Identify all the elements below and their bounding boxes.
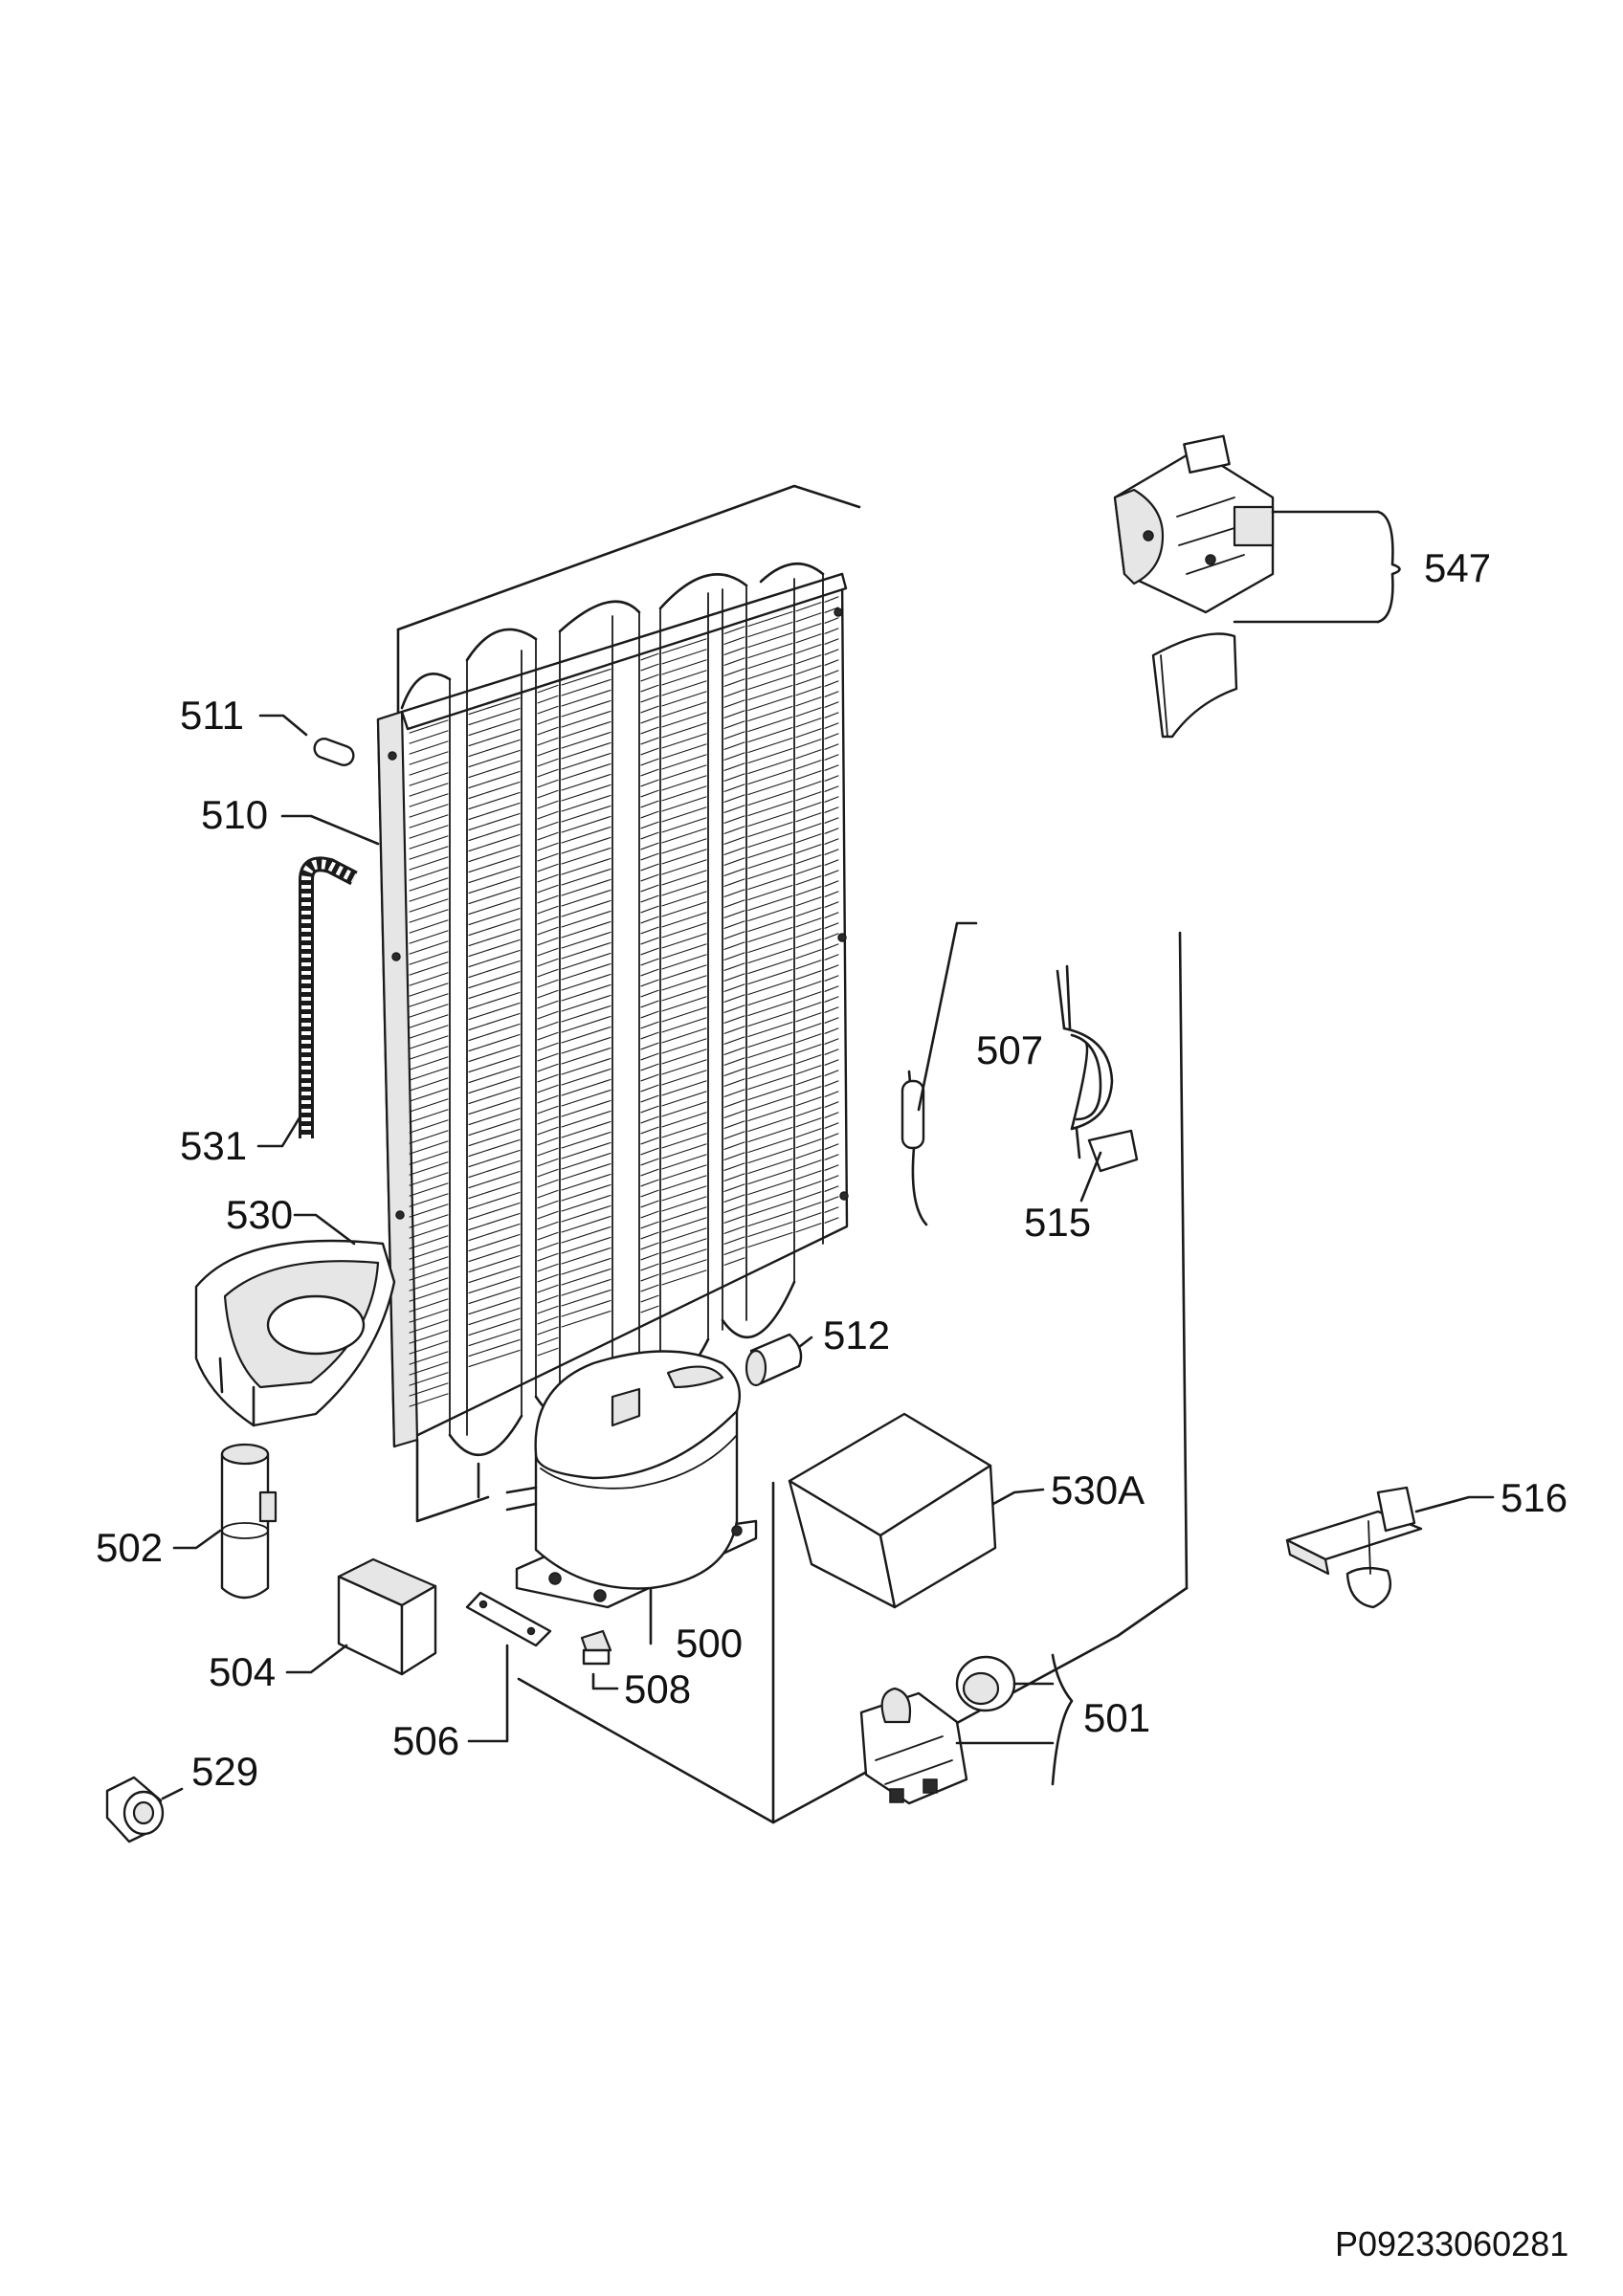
- part-502-capacitor: [220, 1443, 278, 1600]
- label-547: 547: [1424, 545, 1491, 590]
- part-530-drip-tray: [194, 1239, 396, 1427]
- part-501-starting-device: [859, 1655, 1016, 1805]
- cabinet-outline: [396, 484, 1189, 1824]
- label-530: 530: [226, 1192, 293, 1237]
- part-500-compressor: [505, 1350, 758, 1609]
- label-529: 529: [191, 1749, 258, 1794]
- condenser-mesh: [409, 596, 839, 1407]
- label-506: 506: [392, 1718, 459, 1763]
- label-530a: 530A: [1051, 1468, 1145, 1512]
- part-508-grommet: [580, 1629, 612, 1666]
- label-511: 511: [180, 693, 244, 738]
- label-501: 501: [1083, 1695, 1150, 1740]
- part-515-power-cord: [1056, 964, 1139, 1173]
- part-531-drain-hose: [299, 856, 358, 1138]
- label-500: 500: [676, 1621, 743, 1666]
- condenser-510: [376, 562, 849, 1523]
- part-504-starter-relay: [337, 1557, 437, 1676]
- label-510: 510: [201, 792, 268, 837]
- part-529-bushing: [105, 1776, 165, 1843]
- label-508: 508: [624, 1667, 691, 1711]
- label-512: 512: [823, 1313, 890, 1358]
- label-502: 502: [96, 1525, 163, 1570]
- part-547-thermostat-assembly: [1113, 434, 1275, 739]
- part-labels: 511 510 531 530 502 504 506 529 500 508 …: [96, 545, 1567, 1794]
- drawing-code: P09233060281: [1335, 2224, 1568, 2263]
- label-504: 504: [209, 1649, 276, 1694]
- part-507-sensor: [900, 1070, 928, 1226]
- part-511-clip: [313, 738, 355, 766]
- label-515: 515: [1024, 1200, 1091, 1245]
- part-516-bracket: [1285, 1486, 1423, 1609]
- part-506-mounting-plate: [465, 1591, 552, 1647]
- part-512-filter-dryer: [745, 1333, 803, 1387]
- part-530a-insulation-block: [788, 1412, 997, 1609]
- label-516: 516: [1501, 1475, 1567, 1520]
- label-531: 531: [180, 1123, 247, 1168]
- leader-lines: [161, 510, 1495, 1800]
- label-507: 507: [976, 1027, 1043, 1072]
